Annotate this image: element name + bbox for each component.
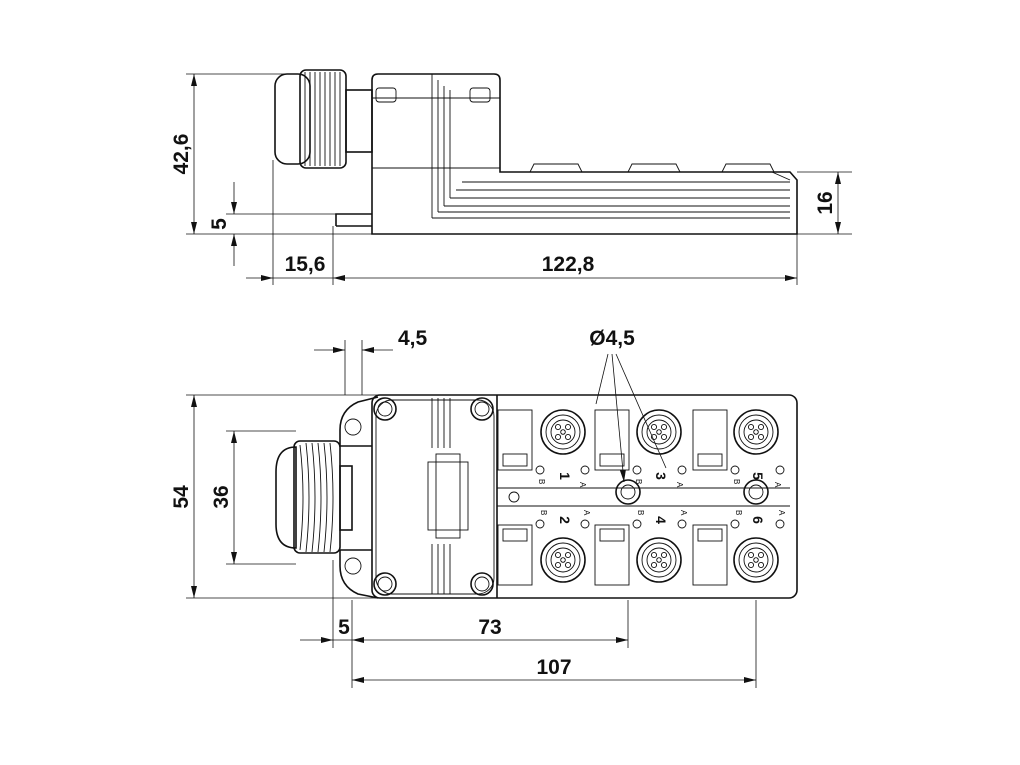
- housing-side: [371, 73, 798, 235]
- dim-gland-length: 15,6: [285, 253, 326, 276]
- dim-mount-offset: 4,5: [398, 327, 428, 350]
- port-1-b: B: [537, 479, 546, 484]
- port-2-label: 2: [557, 516, 573, 524]
- port-5-b: B: [732, 479, 741, 484]
- side-view: 42,6 5 16 15,6 122,8: [170, 69, 852, 285]
- port-6-connector: [733, 537, 779, 583]
- port-3-b: B: [634, 479, 643, 484]
- port-2-b: B: [539, 510, 548, 515]
- dim-bottom-offset: 5: [338, 616, 350, 639]
- dim-body-length: 122,8: [542, 253, 595, 276]
- gland-top-knurling: [299, 442, 334, 553]
- dim-height-side: 42,6: [170, 134, 193, 175]
- port-1-connector: [540, 409, 586, 455]
- port-6-a: A: [777, 510, 786, 516]
- port-4-b: B: [636, 510, 645, 515]
- dim-right-height: 16: [814, 191, 837, 214]
- gland-knurling: [304, 72, 341, 166]
- port-3-label: 3: [653, 472, 669, 480]
- port-4-label: 4: [653, 516, 669, 524]
- port-2-connector: [540, 537, 586, 583]
- dim-base-side: 5: [208, 218, 231, 230]
- port-4-a: A: [679, 510, 688, 516]
- port-1-a: A: [578, 482, 587, 488]
- housing-top: [371, 394, 798, 599]
- top-view: 1 3 5 2 4 6 A B A B A B A B A B A B 4,5 …: [170, 327, 798, 688]
- port-5-connector: [733, 409, 779, 455]
- port-2-a: A: [582, 510, 591, 516]
- dim-height-top: 54: [170, 485, 193, 509]
- port-4-connector: [636, 537, 682, 583]
- dim-gland-height: 36: [210, 485, 233, 508]
- port-6-b: B: [734, 510, 743, 515]
- dim-port-pitch: 73: [478, 616, 501, 639]
- dim-hole-diameter: Ø4,5: [589, 327, 635, 350]
- dim-overall-length: 107: [536, 656, 571, 679]
- mounting-hole-1: [615, 479, 641, 505]
- port-5-label: 5: [750, 472, 766, 480]
- mounting-hole-2: [743, 479, 769, 505]
- port-5-a: A: [773, 482, 782, 488]
- port-3-a: A: [675, 482, 684, 488]
- port-1-label: 1: [557, 472, 573, 480]
- port-6-label: 6: [750, 516, 766, 524]
